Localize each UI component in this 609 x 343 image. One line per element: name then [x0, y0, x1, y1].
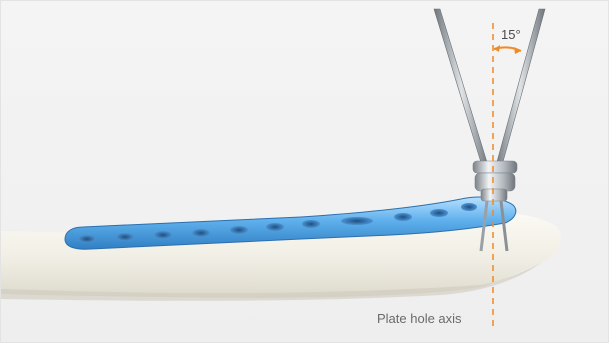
plate-hole — [266, 223, 284, 231]
angle-arrow-right-icon — [514, 47, 521, 54]
plate-hole — [461, 203, 477, 211]
plate-hole — [154, 231, 172, 239]
plate-hole — [230, 226, 248, 234]
plate-hole — [430, 209, 448, 217]
angle-arrow-left-icon — [494, 45, 500, 52]
guide-sleeve-body — [475, 173, 515, 191]
plate-hole-elongated — [341, 217, 373, 225]
plate-hole — [302, 220, 320, 228]
angle-label: 15° — [501, 27, 521, 42]
plate-hole — [192, 229, 210, 237]
guide-rod-left — [434, 9, 489, 169]
guide-sleeve-collar — [481, 189, 507, 201]
plate-hole — [116, 233, 134, 241]
guide-sleeve-top — [473, 161, 517, 173]
plate-hole — [78, 235, 96, 243]
plate-hole — [394, 213, 412, 221]
plate-hole-axis-label: Plate hole axis — [377, 311, 462, 326]
